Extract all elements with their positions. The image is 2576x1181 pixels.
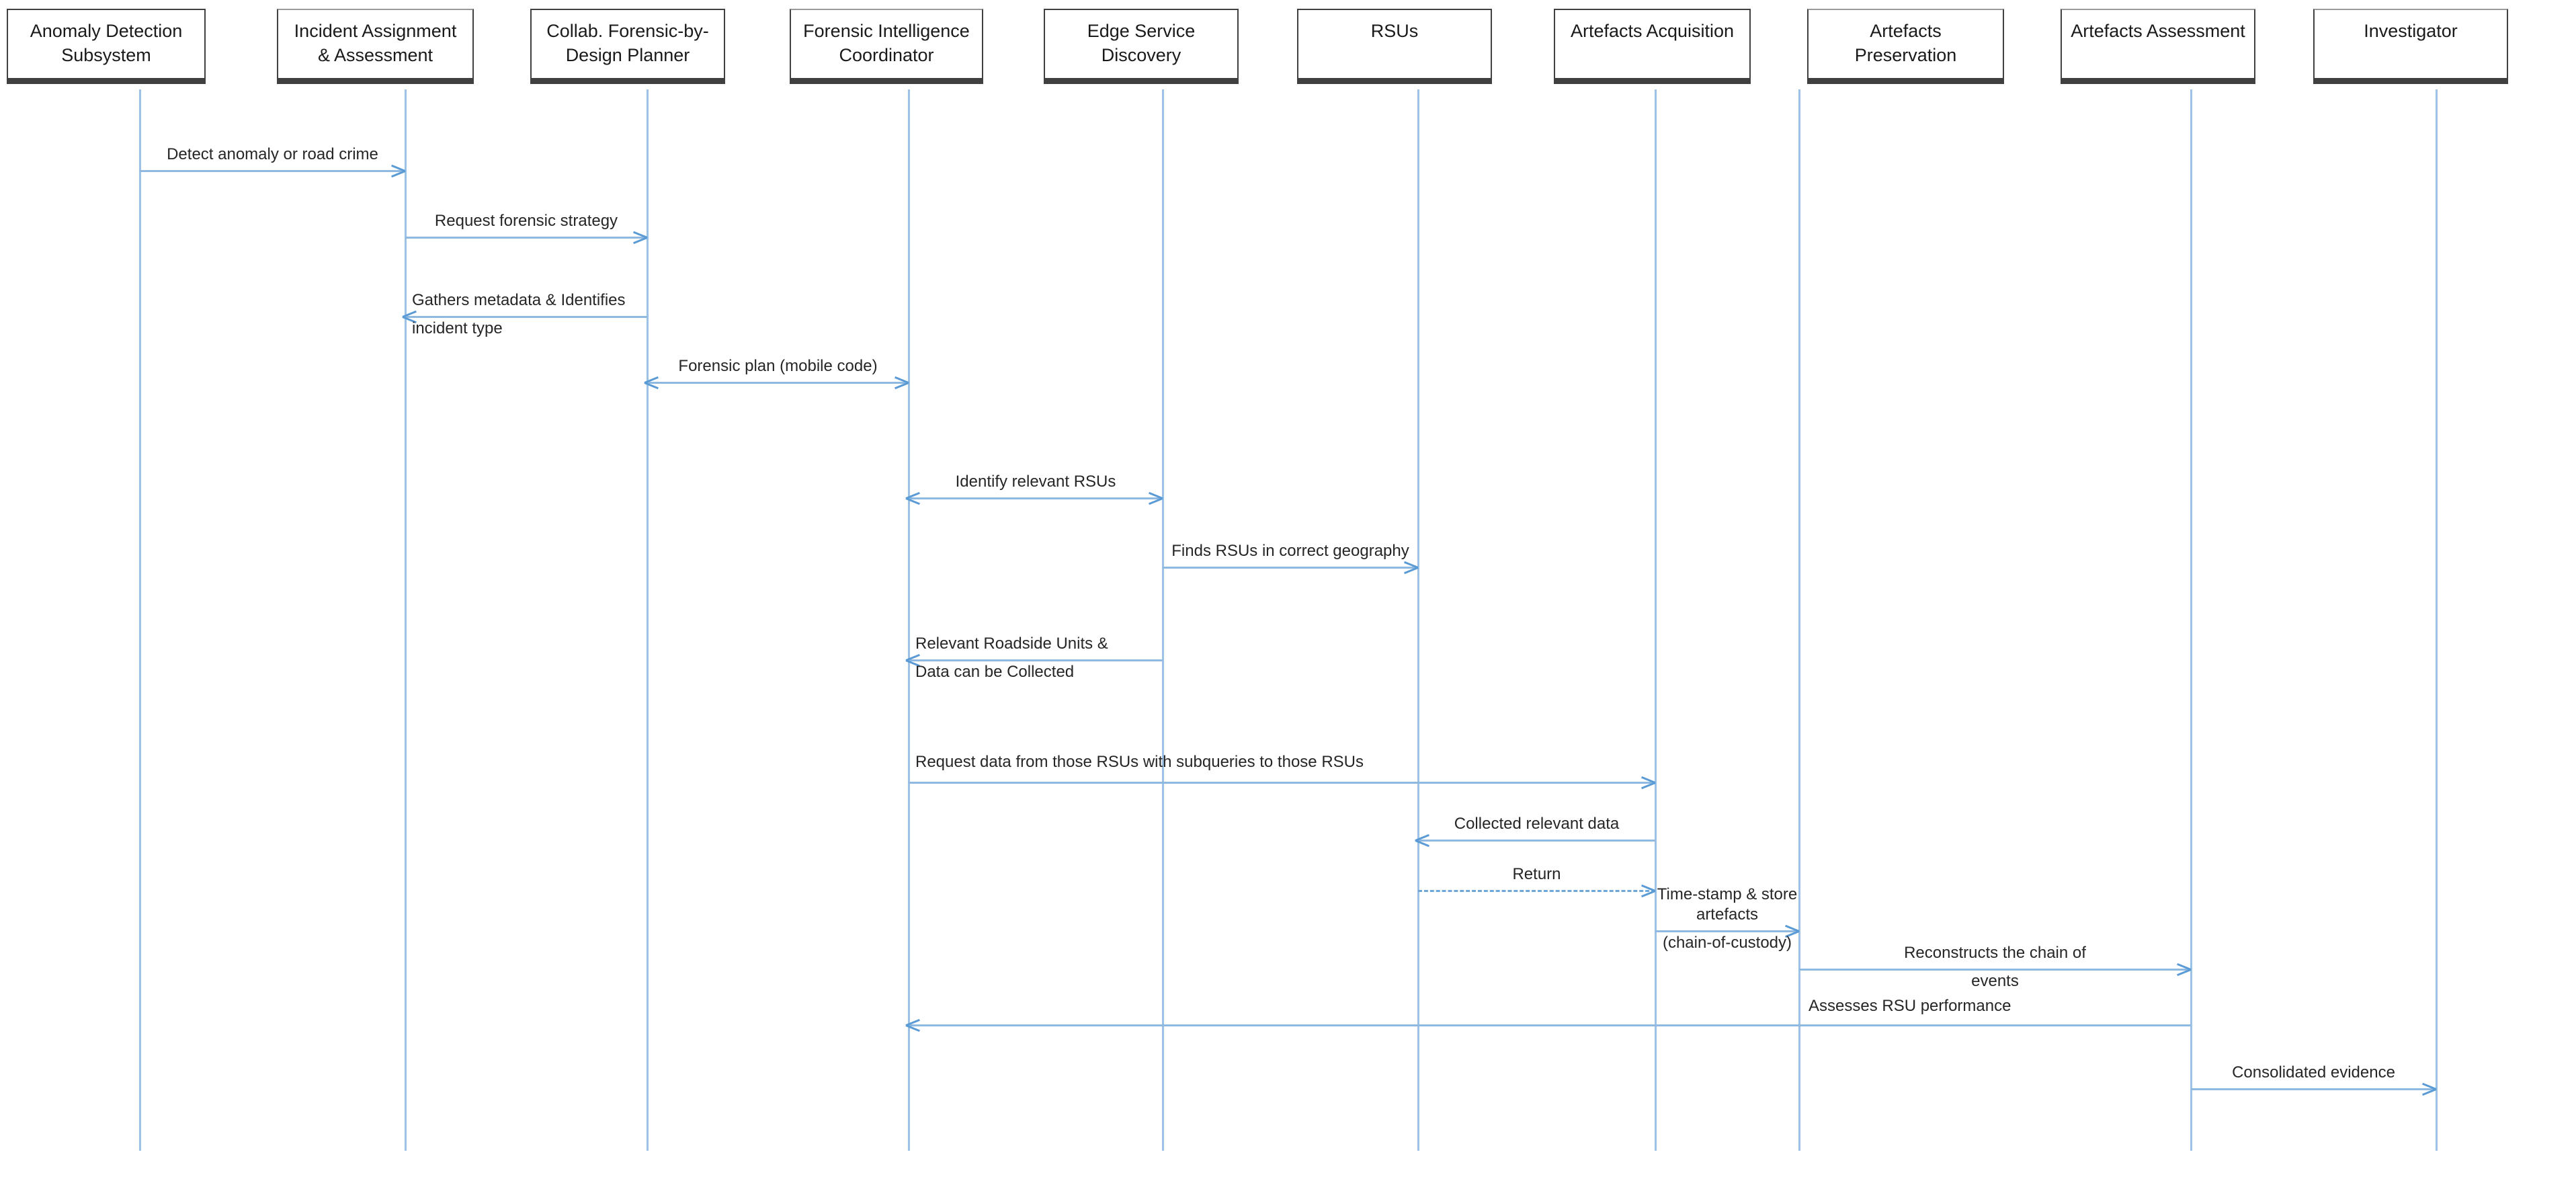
message-shaft-icon xyxy=(405,316,647,318)
lifeline-preservation xyxy=(1798,89,1800,1151)
message-label-m12-line1: Reconstructs the chain of xyxy=(1904,943,2086,962)
participant-label-planner: Collab. Forensic-by- Design Planner xyxy=(546,21,709,65)
lifeline-planner xyxy=(647,89,649,1151)
message-shaft-icon xyxy=(1418,840,1655,842)
message-label-m13: Assesses RSU performance xyxy=(1809,996,2011,1015)
message-shaft-icon xyxy=(2191,1088,2436,1090)
lifeline-investigator xyxy=(2436,89,2438,1151)
participant-label-assessment: Artefacts Assessment xyxy=(2071,21,2245,41)
lifeline-incident xyxy=(405,89,407,1151)
participant-label-preservation: Artefacts Preservation xyxy=(1854,21,1957,65)
participant-label-anomaly: Anomaly Detection Subsystem xyxy=(30,21,183,65)
participant-label-coordinator: Forensic Intelligence Coordinator xyxy=(803,21,970,65)
message-label-m3-line1: Gathers metadata & Identifies xyxy=(412,290,626,309)
participant-box-coordinator[interactable]: Forensic Intelligence Coordinator xyxy=(790,9,983,84)
participant-box-investigator[interactable]: Investigator xyxy=(2313,9,2508,84)
message-shaft-icon xyxy=(647,382,909,384)
participant-box-acquisition[interactable]: Artefacts Acquisition xyxy=(1554,9,1751,84)
participant-label-investigator: Investigator xyxy=(2364,21,2458,41)
message-label-m3-line2: incident type xyxy=(412,319,503,337)
lifeline-coordinator xyxy=(908,89,910,1151)
message-label-m11-line2: (chain-of-custody) xyxy=(1662,934,1792,952)
message-label-m14: Consolidated evidence xyxy=(2232,1063,2395,1082)
message-shaft-icon xyxy=(405,237,647,239)
message-label-m11-line1: Time-stamp & store artefacts xyxy=(1657,885,1798,924)
message-shaft-icon xyxy=(1655,930,1799,932)
message-label-m6: Finds RSUs in correct geography xyxy=(1171,541,1409,560)
message-label-m7-line2: Data can be Collected xyxy=(915,663,1075,681)
participant-box-assessment[interactable]: Artefacts Assessment xyxy=(2061,9,2255,84)
message-label-m2: Request forensic strategy xyxy=(434,211,618,230)
arrowhead-left-icon xyxy=(906,1016,923,1033)
message-shaft-icon xyxy=(909,1024,2191,1026)
message-label-m4: Forensic plan (mobile code) xyxy=(678,356,878,375)
participant-box-anomaly[interactable]: Anomaly Detection Subsystem xyxy=(7,9,206,84)
lifeline-edge xyxy=(1162,89,1164,1151)
participant-label-acquisition: Artefacts Acquisition xyxy=(1570,21,1735,41)
participant-label-edge: Edge Service Discovery xyxy=(1087,21,1196,65)
message-label-m12-line2: events xyxy=(1971,972,2019,990)
lifeline-anomaly xyxy=(139,89,141,1151)
participant-box-edge[interactable]: Edge Service Discovery xyxy=(1044,9,1239,84)
participant-label-rsus: RSUs xyxy=(1370,21,1419,41)
participant-box-rsus[interactable]: RSUs xyxy=(1297,9,1492,84)
participant-box-incident[interactable]: Incident Assignment & Assessment xyxy=(277,9,474,84)
lifeline-acquisition xyxy=(1655,89,1657,1151)
message-label-m1: Detect anomaly or road crime xyxy=(167,145,378,163)
lifeline-rsus xyxy=(1417,89,1419,1151)
participant-box-preservation[interactable]: Artefacts Preservation xyxy=(1807,9,2004,84)
arrowhead-right-icon xyxy=(1640,773,1658,790)
message-label-m7-line1: Relevant Roadside Units & xyxy=(915,634,1108,653)
message-shaft-icon xyxy=(1799,969,2191,971)
message-label-m10: Return xyxy=(1512,864,1561,883)
message-shaft-icon xyxy=(909,497,1163,499)
message-shaft-icon xyxy=(1163,567,1418,569)
message-shaft-icon xyxy=(1418,890,1655,892)
message-label-m5: Identify relevant RSUs xyxy=(955,472,1116,491)
lifeline-assessment xyxy=(2190,89,2192,1151)
message-shaft-icon xyxy=(909,782,1655,784)
participant-box-planner[interactable]: Collab. Forensic-by- Design Planner xyxy=(530,9,725,84)
message-shaft-icon xyxy=(140,170,405,172)
participant-label-incident: Incident Assignment & Assessment xyxy=(294,21,457,65)
message-label-m8: Request data from those RSUs with subque… xyxy=(915,752,1364,771)
message-shaft-icon xyxy=(909,659,1163,661)
message-label-m9: Collected relevant data xyxy=(1454,814,1620,833)
